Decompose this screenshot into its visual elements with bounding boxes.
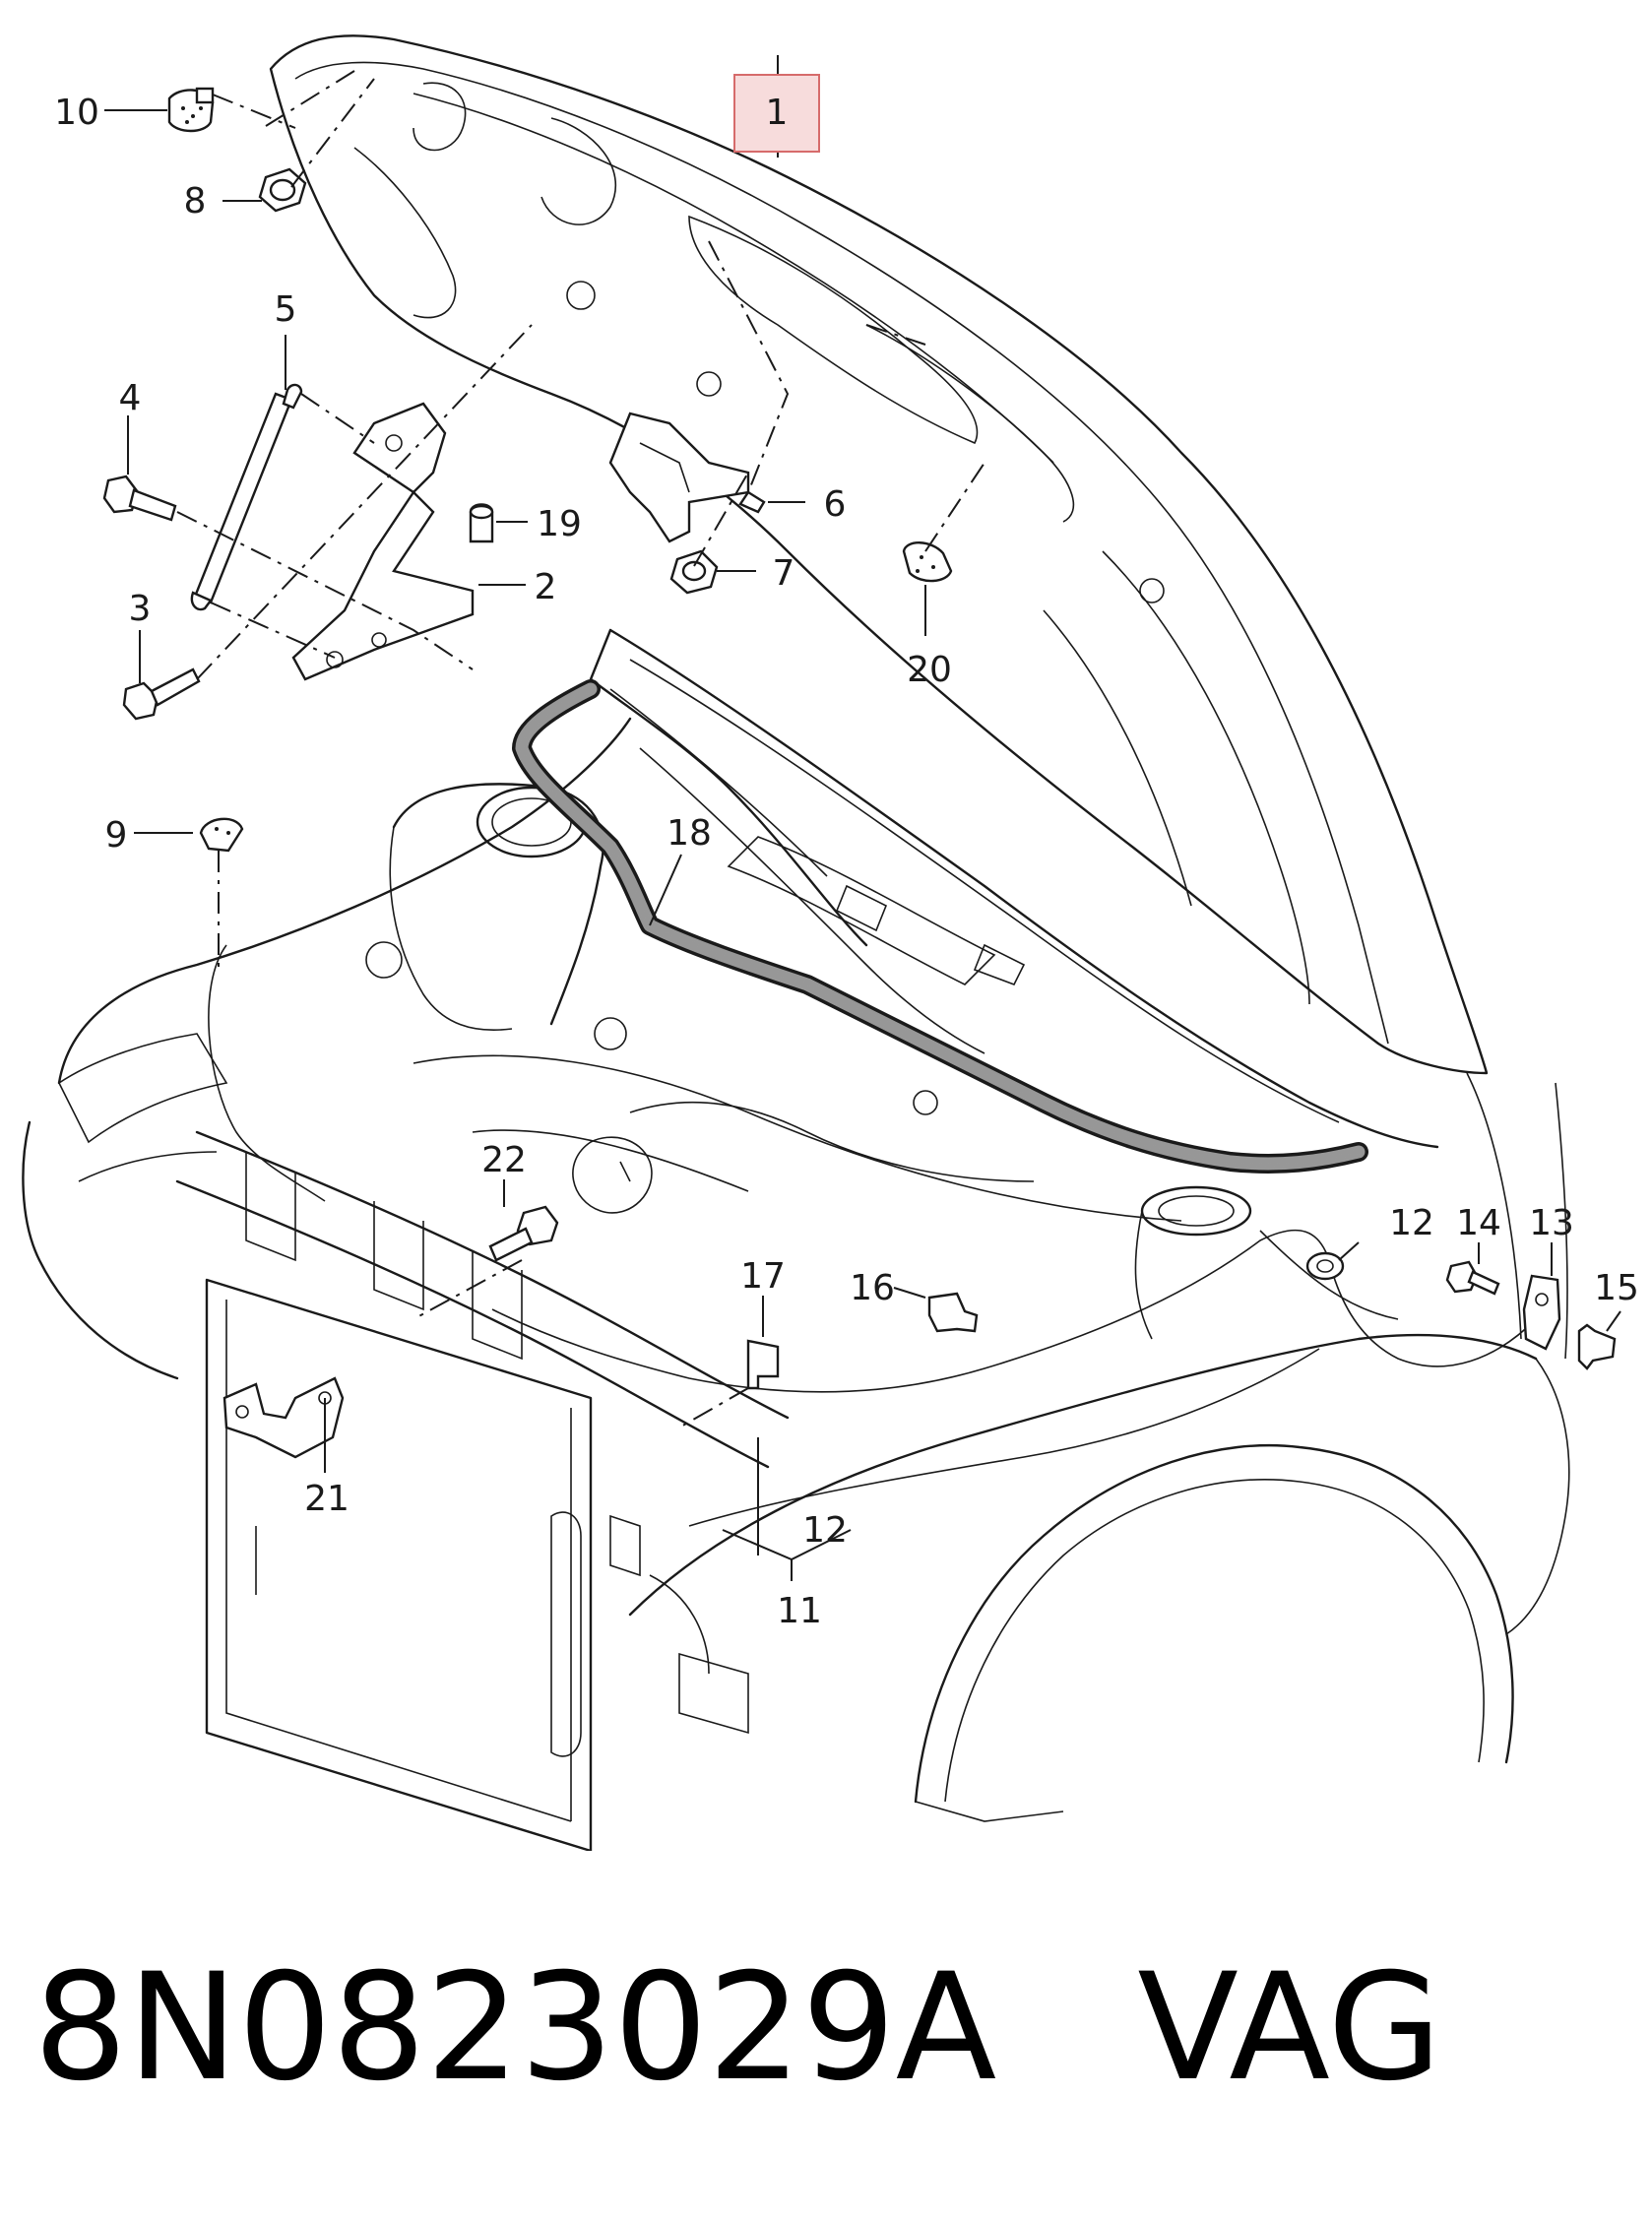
callout-label-9: 9 — [105, 815, 128, 856]
part-number: 8N0823029A — [33, 1942, 997, 2114]
part-16-clip — [927, 1292, 979, 1333]
callout-label-7: 7 — [773, 553, 795, 594]
assembly-lines — [176, 70, 985, 1428]
part-19-bump-stop — [469, 503, 494, 543]
callout-label-15: 15 — [1594, 1268, 1639, 1308]
part-6-bonnet-lock — [608, 412, 766, 543]
callout-label-19: 19 — [537, 504, 582, 544]
callout-label-20: 20 — [907, 650, 952, 690]
part-number-caption: 8N0823029A VAG — [33, 1954, 1442, 2102]
callout-label-1: 1 — [766, 93, 789, 133]
part-10-buffer — [167, 87, 215, 133]
callout-label-6: 6 — [824, 484, 847, 525]
part-7-nut — [669, 549, 719, 595]
callout-label-4: 4 — [119, 378, 142, 418]
callout-label-16: 16 — [850, 1268, 895, 1308]
callout-label-13: 13 — [1529, 1203, 1574, 1243]
callout-label-18: 18 — [667, 813, 712, 854]
part-5-gas-strut — [190, 383, 303, 611]
bonnet-panel — [269, 34, 1489, 1075]
part-14-bolt — [1445, 1260, 1500, 1296]
callout-label-14: 14 — [1456, 1203, 1501, 1243]
callout-label-3: 3 — [129, 589, 152, 629]
exploded-parts-diagram: 1 10 8 5 4 19 6 2 7 3 20 9 18 22 17 16 1… — [22, 34, 1639, 1851]
callout-label-11: 11 — [777, 1591, 822, 1631]
callout-label-21: 21 — [304, 1479, 349, 1519]
callout-label-10: 10 — [54, 93, 99, 133]
part-20-grommet — [902, 541, 953, 583]
part-22-bolt — [488, 1205, 559, 1262]
callout-1-highlight[interactable]: 1 — [733, 74, 820, 153]
part-4-bolt — [102, 475, 177, 522]
callout-label-12-right: 12 — [1389, 1203, 1434, 1243]
part-2-hinge — [291, 402, 475, 681]
callout-label-12-lower: 12 — [802, 1510, 848, 1551]
callout-label-5: 5 — [275, 289, 297, 330]
part-8-nut — [258, 167, 307, 213]
part-9-cap — [199, 817, 244, 853]
part-21-bracket — [222, 1376, 345, 1459]
callout-label-2: 2 — [535, 567, 557, 607]
leader-lines — [104, 55, 1621, 1581]
part-17-clip — [746, 1339, 780, 1390]
callout-label-17: 17 — [740, 1256, 786, 1297]
part-12-grommet — [1305, 1251, 1345, 1281]
highlight-box — [733, 74, 820, 153]
part-3-bolt — [122, 667, 201, 721]
part-13-release-lever — [1522, 1274, 1561, 1351]
vehicle-body-drawing — [22, 34, 1570, 1851]
callout-labels: 10 8 5 4 19 6 2 7 3 20 9 18 22 17 16 12 … — [54, 93, 1639, 1631]
part-15-clip — [1577, 1323, 1617, 1370]
callout-label-22: 22 — [481, 1140, 527, 1180]
release-cable-11 — [491, 1229, 1537, 1393]
brand-name: VAG — [1137, 1942, 1442, 2114]
callout-label-8: 8 — [184, 181, 207, 222]
